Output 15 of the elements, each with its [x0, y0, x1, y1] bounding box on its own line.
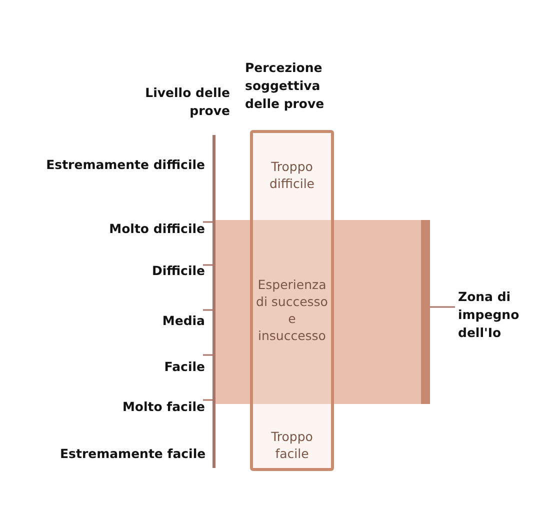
level-label: Molto difficile	[108, 220, 205, 238]
leader-line	[430, 306, 455, 308]
column-heading: Percezione soggettiva delle prove	[245, 59, 326, 114]
level-label: Facile	[163, 358, 205, 376]
category-text: Esperienza di successo e insuccesso	[255, 277, 329, 344]
level-label: Difficile	[150, 262, 205, 280]
category-text: Troppo difficile	[268, 159, 316, 193]
level-label: Estremamente difficile	[45, 156, 205, 174]
level-label: Media	[161, 312, 205, 330]
level-label: Molto facile	[121, 398, 205, 416]
level-label: Estremamente facile	[60, 445, 207, 463]
zone-band	[215, 220, 430, 404]
zone-label: Zona di impegno dell'Io	[458, 288, 520, 342]
category-text: Troppo facile	[270, 429, 314, 463]
level-label: Livello delle prove	[144, 84, 230, 120]
